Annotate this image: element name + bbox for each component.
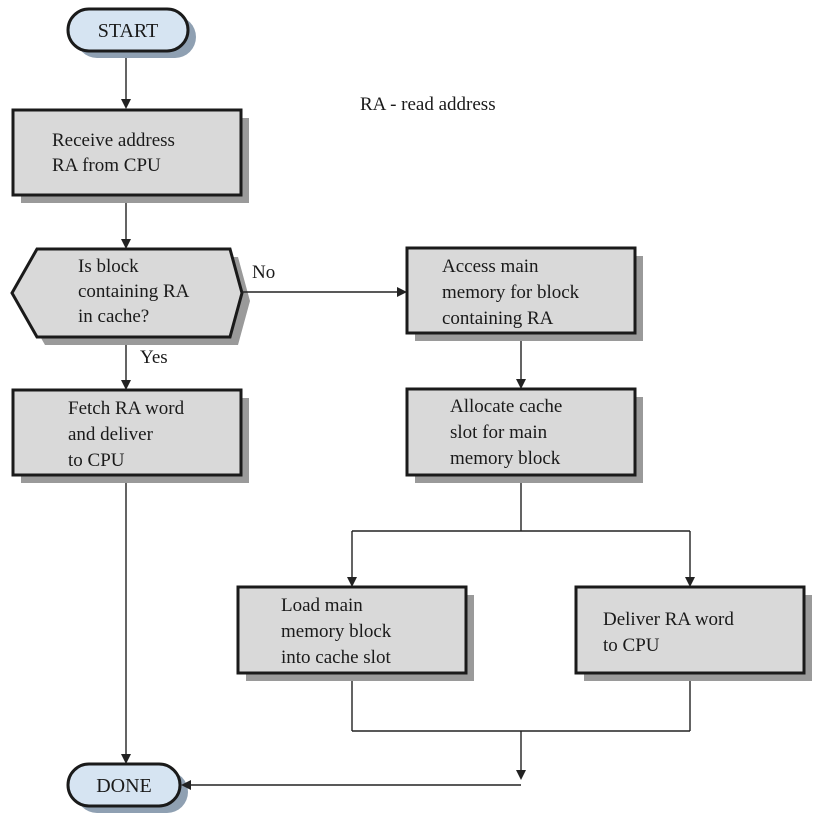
access-line-2: memory for block (442, 282, 580, 303)
access-main-memory-box: Access main memory for block containing … (405, 246, 643, 341)
deliver-ra-word-box: Deliver RA word to CPU (574, 585, 812, 681)
done-terminal: DONE (66, 762, 188, 813)
arrowhead-load (347, 577, 357, 587)
arrowhead-allocate (516, 379, 526, 389)
arrowhead-decision (121, 239, 131, 249)
allocate-line-3: memory block (450, 448, 561, 469)
arrowhead-fetch (121, 380, 131, 390)
receive-address-box: Receive address RA from CPU (11, 108, 249, 203)
arrowhead-join (516, 770, 526, 780)
fetch-line-1: Fetch RA word (68, 398, 185, 419)
load-memory-block-box: Load main memory block into cache slot (236, 585, 474, 681)
access-line-1: Access main (442, 256, 539, 277)
deliver-line-2: to CPU (603, 635, 660, 656)
fetch-deliver-box: Fetch RA word and deliver to CPU (11, 388, 249, 483)
decision-line-2: containing RA (78, 281, 190, 302)
access-line-3: containing RA (442, 308, 554, 329)
arrowhead-deliver (685, 577, 695, 587)
decision-line-3: in cache? (78, 306, 149, 327)
receive-line-1: Receive address (52, 130, 175, 151)
allocate-cache-slot-box: Allocate cache slot for main memory bloc… (405, 387, 643, 483)
fetch-line-3: to CPU (68, 450, 125, 471)
allocate-line-1: Allocate cache (450, 396, 562, 417)
load-line-3: into cache slot (281, 647, 391, 668)
arrowhead-done-right (181, 780, 191, 790)
cache-hit-decision: Is block containing RA in cache? (10, 247, 250, 345)
arrowhead-receive (121, 99, 131, 109)
no-label: No (252, 262, 275, 283)
load-line-1: Load main (281, 595, 363, 616)
connectors: No Yes (121, 58, 695, 790)
start-label: START (98, 20, 159, 42)
allocate-line-2: slot for main (450, 422, 548, 443)
load-line-2: memory block (281, 621, 392, 642)
decision-line-1: Is block (78, 256, 139, 277)
receive-line-2: RA from CPU (52, 155, 161, 176)
legend-text: RA - read address (360, 94, 496, 115)
done-label: DONE (96, 775, 152, 797)
yes-label: Yes (140, 347, 168, 368)
fetch-line-2: and deliver (68, 424, 154, 445)
arrowhead-done-top (121, 754, 131, 764)
deliver-line-1: Deliver RA word (603, 609, 734, 630)
arrowhead-access (397, 287, 407, 297)
start-terminal: START (66, 7, 196, 58)
